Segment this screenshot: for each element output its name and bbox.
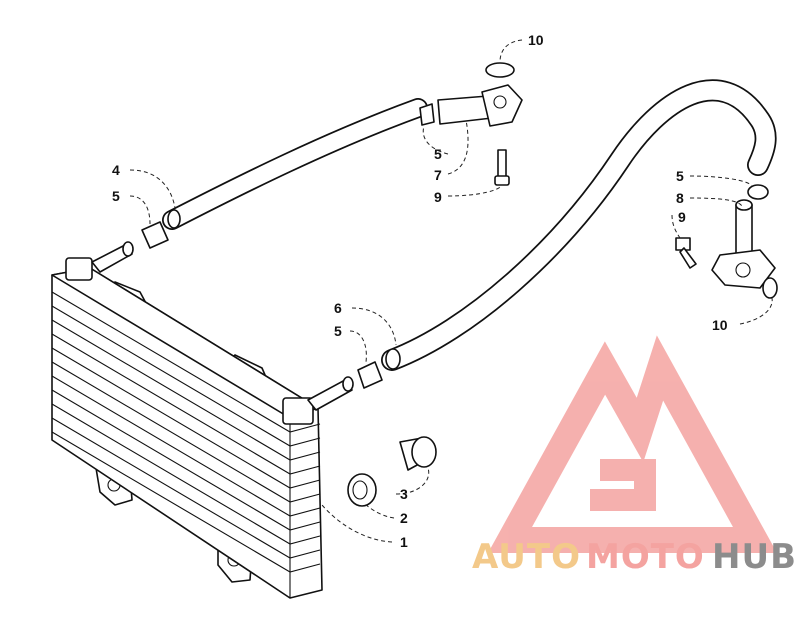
elbow-fitting-upper xyxy=(437,62,523,127)
callout-10-upper: 10 xyxy=(528,32,544,48)
hose-upper-end xyxy=(167,209,181,229)
callout-4: 4 xyxy=(112,162,120,178)
elbow-upper-flange xyxy=(481,84,523,127)
callout-5-right: 5 xyxy=(676,168,684,184)
callout-10-right: 10 xyxy=(712,317,728,333)
oil-cooler-radiator xyxy=(51,257,323,599)
fitting-left-end xyxy=(122,241,134,257)
callout-3: 3 xyxy=(400,486,408,502)
watermark-text: AUTO MOTO HUB xyxy=(472,537,797,577)
clamp-top xyxy=(419,103,435,126)
watermark-moto: MOTO xyxy=(586,537,705,577)
callout-1: 1 xyxy=(400,534,408,550)
elbow-fitting-right xyxy=(711,199,778,299)
clamp-left-lower xyxy=(357,361,383,389)
watermark-hub: HUB xyxy=(712,537,797,577)
cooler-core xyxy=(51,267,323,599)
watermark-auto: AUTO xyxy=(472,537,581,577)
o-ring-upper xyxy=(485,62,515,78)
fitting-right-end xyxy=(342,376,354,392)
callout-5-top: 5 xyxy=(434,146,442,162)
cooler-fittings xyxy=(91,241,354,411)
callout-9-upper: 9 xyxy=(434,189,442,205)
drain-plug-assembly xyxy=(347,436,437,507)
watermark-logo xyxy=(487,335,778,553)
hose-upper xyxy=(162,98,428,230)
callout-5-left-upper: 5 xyxy=(112,188,120,204)
bolts xyxy=(494,149,697,269)
callout-9-right: 9 xyxy=(678,209,686,225)
washer xyxy=(347,473,377,507)
clamp-right xyxy=(747,184,769,200)
fitting-right-nipple xyxy=(307,379,353,411)
hose-clamps xyxy=(141,103,769,389)
elbow-right-tube xyxy=(735,204,753,259)
hose-long-end xyxy=(385,348,401,370)
callout-8: 8 xyxy=(676,190,684,206)
clamp-left-upper xyxy=(141,221,169,249)
callout-2: 2 xyxy=(400,510,408,526)
o-ring-right xyxy=(762,277,778,299)
drain-bolt-head xyxy=(411,436,437,468)
end-cap-left xyxy=(65,257,93,281)
bolt-right-head xyxy=(675,237,691,251)
cooler-fins xyxy=(51,291,321,598)
callout-7: 7 xyxy=(434,167,442,183)
logo-g-shape xyxy=(590,459,656,511)
callout-5-left-lower: 5 xyxy=(334,323,342,339)
bolt-right xyxy=(679,247,697,269)
logo-triangle-shape xyxy=(487,335,778,553)
callout-6: 6 xyxy=(334,300,342,316)
leader-lines xyxy=(129,39,773,543)
callout-labels: 4 5 6 5 5 7 9 10 5 8 9 10 1 2 3 xyxy=(112,32,728,550)
elbow-right-flange xyxy=(711,249,776,289)
end-cap-right xyxy=(282,397,314,425)
hose-long xyxy=(381,79,777,371)
